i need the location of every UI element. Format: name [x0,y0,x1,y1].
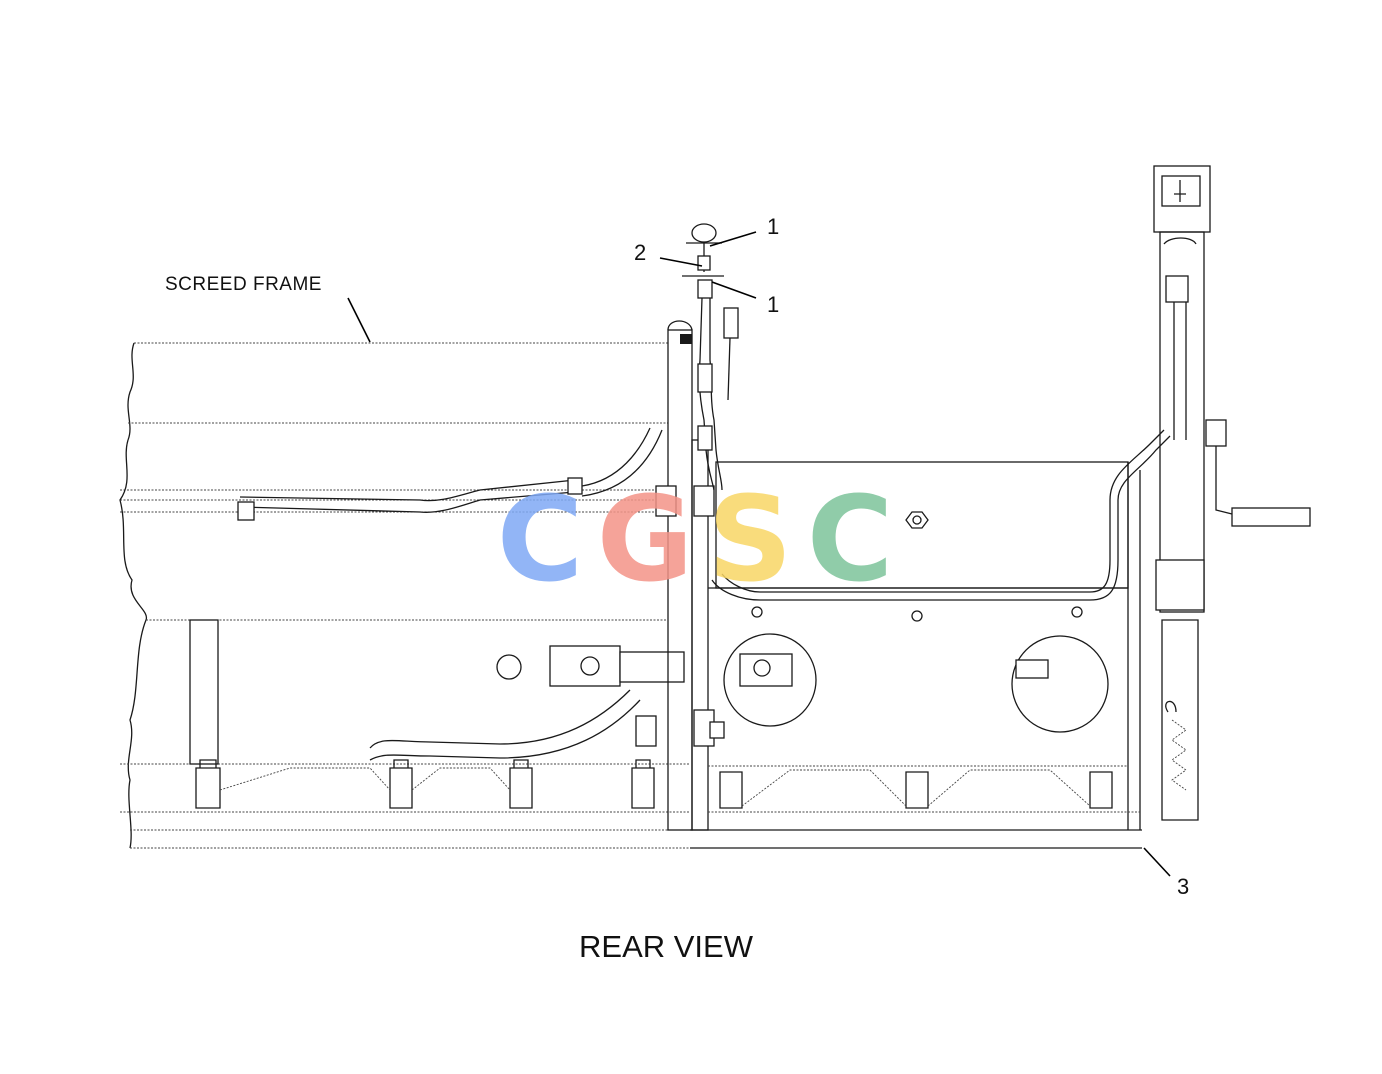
callout-1-lower: 1 [767,292,779,317]
screed-frame-label: SCREED FRAME [165,274,322,295]
probe-assembly [682,223,739,491]
watermark-letter-s: S [708,470,793,608]
watermark: C G S C [497,470,894,608]
frame-mounts [195,759,655,809]
watermark-letter-c1: C [497,470,584,608]
callout-3: 3 [1177,874,1189,899]
view-title: REAR VIEW [579,929,754,964]
watermark-letter-c2: C [807,470,894,608]
callout-1-top: 1 [767,214,779,239]
side-assembly [1153,165,1311,821]
leader-lines [347,231,1171,877]
tank-housing [690,429,1171,849]
screed-frame [119,342,690,849]
watermark-letter-g: G [597,470,694,608]
callout-2: 2 [634,240,646,265]
